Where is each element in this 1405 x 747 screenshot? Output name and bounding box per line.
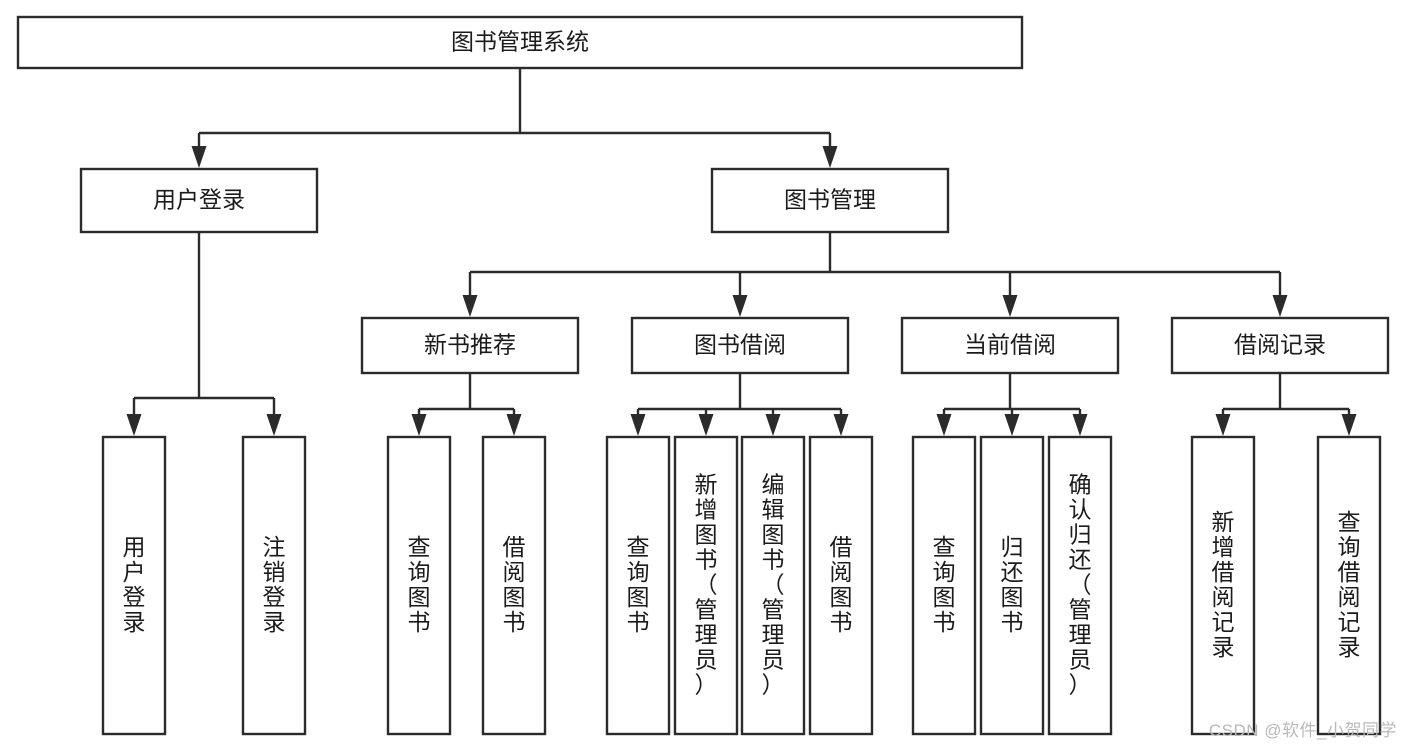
node-leaf-user-login[interactable]: 用户登录 [101,435,167,736]
node-label: 查询借阅记录 [1338,509,1361,660]
node-layer: 图书管理系统用户登录图书管理新书推荐图书借阅当前借阅借阅记录用户登录注销登录查询… [16,15,1390,736]
node-label: 新书推荐 [424,332,516,358]
node-root[interactable]: 图书管理系统 [16,15,1024,70]
connector-group [936,373,1088,436]
node-leaf-borrow-book[interactable]: 借阅图书 [808,435,874,736]
node-label: 当前借阅 [964,332,1056,358]
node-label: 图书管理 [784,187,876,213]
node-label: 新增图书（管理员） [695,472,718,698]
connector-group [126,232,282,436]
node-leaf-return-book[interactable]: 归还图书 [979,435,1045,736]
node-leaf-add-book-admin[interactable]: 新增图书（管理员） [673,435,739,736]
connector-group [630,373,849,436]
node-label: 查询图书 [627,534,650,635]
node-label: 编辑图书（管理员） [762,472,785,698]
node-label: 查询图书 [933,534,956,635]
node-label: 注销登录 [263,534,286,635]
connector-group [462,232,1288,317]
node-leaf-query-book-current[interactable]: 查询图书 [911,435,977,736]
node-leaf-confirm-return-admin[interactable]: 确认归还（管理员） [1047,435,1113,736]
node-label: 借阅记录 [1234,332,1326,358]
node-label: 新增借阅记录 [1212,509,1235,660]
node-label: 图书管理系统 [451,29,589,55]
node-label: 查询图书 [408,534,431,635]
connector-layer [126,68,1357,436]
node-label: 借阅图书 [503,534,526,635]
node-label: 借阅图书 [830,534,853,635]
node-new-book-recommend[interactable]: 新书推荐 [360,316,580,375]
node-current-borrow[interactable]: 当前借阅 [900,316,1120,375]
node-user-login[interactable]: 用户登录 [79,167,319,234]
node-label: 用户登录 [153,187,245,213]
node-label: 图书借阅 [694,332,786,358]
connector-group [411,373,522,436]
csdn-watermark: CSDN @软件_小贺同学 [1208,721,1397,740]
node-leaf-edit-book-admin[interactable]: 编辑图书（管理员） [740,435,806,736]
node-label: 确认归还（管理员） [1069,472,1092,698]
connector-group [1215,373,1357,436]
node-borrow-record[interactable]: 借阅记录 [1170,316,1390,375]
node-leaf-query-book-borrow[interactable]: 查询图书 [605,435,671,736]
node-label: 用户登录 [123,534,146,635]
node-leaf-query-borrow-record[interactable]: 查询借阅记录 [1316,435,1382,736]
connector-group [191,68,838,168]
node-book-manage[interactable]: 图书管理 [710,167,950,234]
node-leaf-borrow-book-rec[interactable]: 借阅图书 [481,435,547,736]
node-leaf-user-logout[interactable]: 注销登录 [241,435,307,736]
node-leaf-add-borrow-record[interactable]: 新增借阅记录 [1190,435,1256,736]
node-label: 归还图书 [1001,534,1024,635]
node-book-borrow[interactable]: 图书借阅 [630,316,850,375]
node-leaf-query-book-rec[interactable]: 查询图书 [386,435,452,736]
